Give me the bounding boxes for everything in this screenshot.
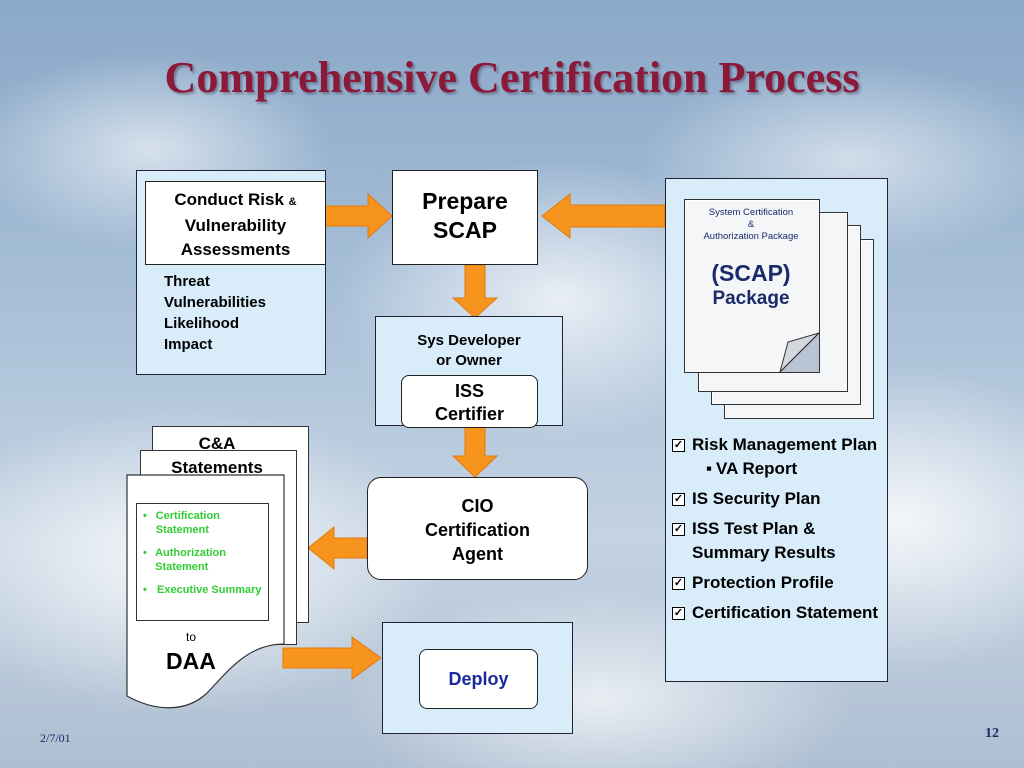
checkbox-checked-icon: ✓ [672, 493, 685, 506]
ca-bullet-text: Authorization Statement [155, 547, 226, 573]
arrow-prepare-to-developer [451, 264, 499, 319]
deploy-panel: Deploy [382, 622, 573, 734]
ca-line2: Statements [171, 458, 263, 477]
package-caption-line3: Authorization Package [703, 231, 799, 242]
ca-bullet-text: Executive Summary [157, 584, 262, 596]
developer-panel: Sys Developer or Owner ISS Certifier [375, 316, 563, 428]
arrow-package-to-prepare [541, 192, 666, 240]
checklist-item: ✓ Certification Statement [668, 601, 886, 625]
scap-package-panel: System Certification & Authorization Pac… [665, 178, 888, 682]
developer-line2: or Owner [436, 352, 502, 369]
checkbox-checked-icon: ✓ [672, 577, 685, 590]
risk-factor-item: Impact [164, 336, 213, 353]
checklist-subitem: ▪VA Report [668, 457, 886, 481]
to-label: to [186, 630, 197, 644]
ca-statements-label: C&A Statements [152, 432, 282, 480]
package-caption-line1: System Certification [708, 207, 794, 218]
cio-line1: CIO [461, 496, 494, 516]
checklist-item-text: ISS Test Plan & Summary Results [692, 519, 836, 562]
deliverables-checklist: ✓ Risk Management Plan ▪VA Report ✓ IS Sec… [668, 433, 886, 625]
footer-date: 2/7/01 [40, 731, 71, 745]
risk-assessment-box: Conduct Risk & Vulnerability Assessments [145, 181, 326, 265]
square-bullet-icon: ▪ [706, 459, 713, 478]
checklist-item-text: Risk Management Plan [692, 435, 878, 454]
ca-bullet-item: • Executive Summary [143, 583, 265, 597]
checklist-item-text: IS Security Plan [692, 489, 821, 508]
checklist-item: ✓ IS Security Plan [668, 487, 886, 511]
slide-number: 12 [985, 726, 999, 741]
package-dogear [779, 332, 820, 373]
prepare-scap-box: Prepare SCAP [392, 170, 538, 265]
checklist-item-text: VA Report [716, 459, 798, 478]
ca-bullet-text: Certification Statement [155, 510, 220, 536]
risk-assessment-panel: Conduct Risk & Vulnerability Assessments… [136, 170, 326, 375]
risk-factor-item: Threat [164, 273, 210, 290]
checklist-item: ✓ Protection Profile [668, 571, 886, 595]
package-caption-line2: & [747, 219, 755, 230]
ca-line1: C&A [198, 434, 236, 453]
developer-line1: Sys Developer [417, 332, 521, 349]
bullet-dot-icon: • [143, 547, 147, 559]
package-title-line1: (SCAP) [711, 260, 791, 286]
iss-line2: Certifier [434, 404, 505, 424]
risk-factor-item: Likelihood [164, 315, 239, 332]
ca-bullet-box: • Certification Statement • Authorization … [136, 503, 269, 621]
daa-label: DAA [166, 648, 216, 674]
arrow-ca-to-deploy [282, 636, 382, 680]
deploy-box: Deploy [419, 649, 538, 709]
cio-certification-agent-box: CIO Certification Agent [367, 477, 588, 580]
risk-factor-item: Vulnerabilities [164, 294, 266, 311]
bullet-dot-icon: • [143, 584, 147, 596]
cio-line2: Certification [424, 520, 530, 540]
ca-bullet-item: • Authorization Statement [143, 546, 265, 574]
arrow-cio-to-ca [307, 525, 368, 571]
slide-title: Comprehensive Certification Process [164, 53, 860, 102]
arrow-risk-to-prepare [324, 192, 393, 240]
risk-heading-line2: Vulnerability [184, 216, 287, 235]
checkbox-checked-icon: ✓ [672, 523, 685, 536]
checkbox-checked-icon: ✓ [672, 607, 685, 620]
package-small-caption: System Certification & Authorization Pac… [685, 207, 817, 243]
ca-bullet-item: • Certification Statement [143, 509, 265, 537]
prepare-line2: SCAP [433, 217, 497, 243]
arrow-developer-to-cio [451, 425, 499, 478]
checklist-item-text: Certification Statement [692, 603, 879, 622]
checklist-item-text: Protection Profile [692, 573, 834, 592]
cio-line3: Agent [452, 544, 503, 564]
risk-heading-amp: & [288, 196, 297, 208]
prepare-line1: Prepare [422, 188, 508, 214]
risk-factor-list: Threat Vulnerabilities Likelihood Impact [164, 271, 266, 355]
risk-heading: Conduct Risk [174, 190, 284, 209]
risk-heading-line3: Assessments [180, 240, 291, 259]
checklist-item: ✓ ISS Test Plan & Summary Results [668, 517, 886, 565]
checklist-item: ✓ Risk Management Plan [668, 433, 886, 457]
bullet-dot-icon: • [143, 510, 147, 522]
package-title: (SCAP) Package [685, 259, 817, 311]
checkbox-checked-icon: ✓ [672, 439, 685, 452]
ca-bullet-list: • Certification Statement • Authorization … [143, 509, 265, 597]
iss-line1: ISS [454, 381, 484, 401]
developer-label: Sys Developer or Owner [376, 331, 562, 371]
package-title-line2: Package [712, 288, 790, 309]
iss-certifier-box: ISS Certifier [401, 375, 538, 428]
